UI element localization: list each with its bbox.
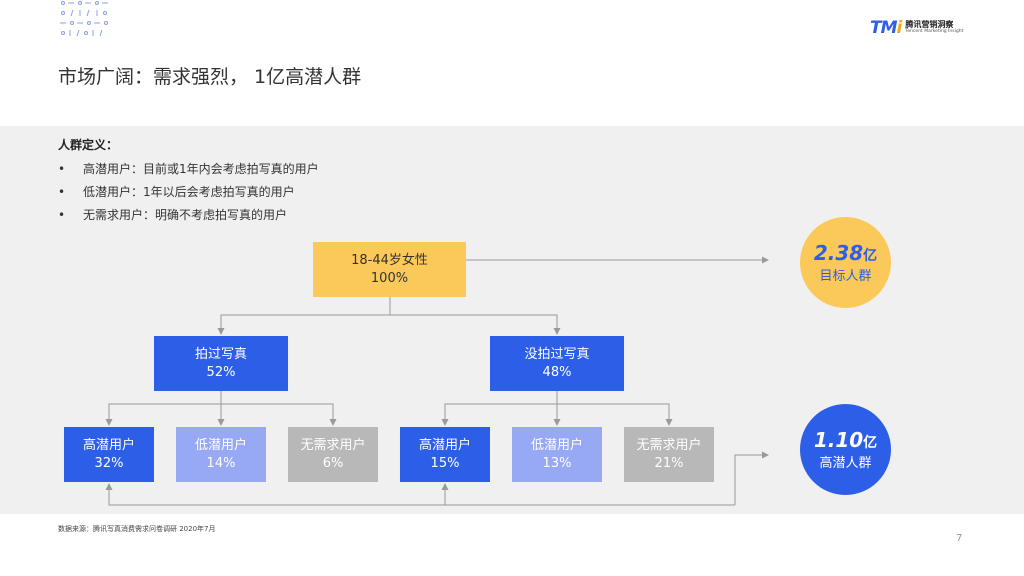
node-label: 低潜用户 <box>530 437 583 453</box>
not-taken-no-demand-node: 无需求用户 21% <box>624 427 714 482</box>
target-population-circle: 2.38亿 目标人群 <box>800 217 891 308</box>
taken-no-demand-node: 无需求用户 6% <box>288 427 378 482</box>
target-number: 2.38亿 <box>813 240 878 265</box>
taken-low-potential-node: 低潜用户 14% <box>176 427 266 482</box>
node-value: 32% <box>94 455 124 471</box>
taken-high-potential-node: 高潜用户 32% <box>64 427 154 482</box>
node-label: 拍过写真 <box>194 346 247 362</box>
high-potential-number: 1.10亿 <box>813 427 878 452</box>
target-label: 目标人群 <box>819 268 872 284</box>
logo-en: Tencent Marketing Insight <box>905 29 964 35</box>
high-potential-label: 高潜人群 <box>819 455 872 471</box>
node-label: 低潜用户 <box>194 437 247 453</box>
not-taken-photo-node: 没拍过写真 48% <box>490 336 624 391</box>
node-label: 没拍过写真 <box>524 346 590 362</box>
node-value: 52% <box>206 364 236 380</box>
node-value: 48% <box>542 364 572 380</box>
page-number: 7 <box>956 533 963 544</box>
decorative-pattern <box>60 1 108 37</box>
definition-item: •高潜用户：目前或1年内会考虑拍写真的用户 <box>58 162 319 176</box>
node-value: 14% <box>206 455 236 471</box>
not-taken-low-potential-node: 低潜用户 13% <box>512 427 602 482</box>
node-value: 6% <box>322 455 344 471</box>
tmi-logo: TMi 腾讯营销洞察 Tencent Marketing Insight <box>870 18 963 38</box>
data-source: 数据来源：腾讯写真消费需求问卷调研 2020年7月 <box>58 525 216 533</box>
taken-photo-node: 拍过写真 52% <box>154 336 288 391</box>
node-label: 18-44岁女性 <box>351 252 428 268</box>
node-value: 100% <box>370 270 409 286</box>
definition-item: •低潜用户：1年以后会考虑拍写真的用户 <box>58 185 295 199</box>
logo-text: 腾讯营销洞察 Tencent Marketing Insight <box>905 21 963 35</box>
root-node: 18-44岁女性 100% <box>313 242 466 297</box>
node-label: 无需求用户 <box>300 437 366 453</box>
node-label: 高潜用户 <box>418 437 471 453</box>
page-title: 市场广阔：需求强烈， 1亿高潜人群 <box>58 66 362 88</box>
definitions-list: •高潜用户：目前或1年内会考虑拍写真的用户 •低潜用户：1年以后会考虑拍写真的用… <box>58 158 319 227</box>
logo-cn: 腾讯营销洞察 <box>905 20 954 30</box>
node-value: 15% <box>430 455 460 471</box>
definitions-title: 人群定义： <box>58 138 119 152</box>
not-taken-high-potential-node: 高潜用户 15% <box>400 427 490 482</box>
node-value: 21% <box>654 455 684 471</box>
node-label: 无需求用户 <box>636 437 702 453</box>
node-value: 13% <box>542 455 572 471</box>
logo-mark: TMi <box>870 18 902 38</box>
definition-item: •无需求用户：明确不考虑拍写真的用户 <box>58 208 288 222</box>
node-label: 高潜用户 <box>82 437 135 453</box>
high-potential-circle: 1.10亿 高潜人群 <box>800 404 891 495</box>
